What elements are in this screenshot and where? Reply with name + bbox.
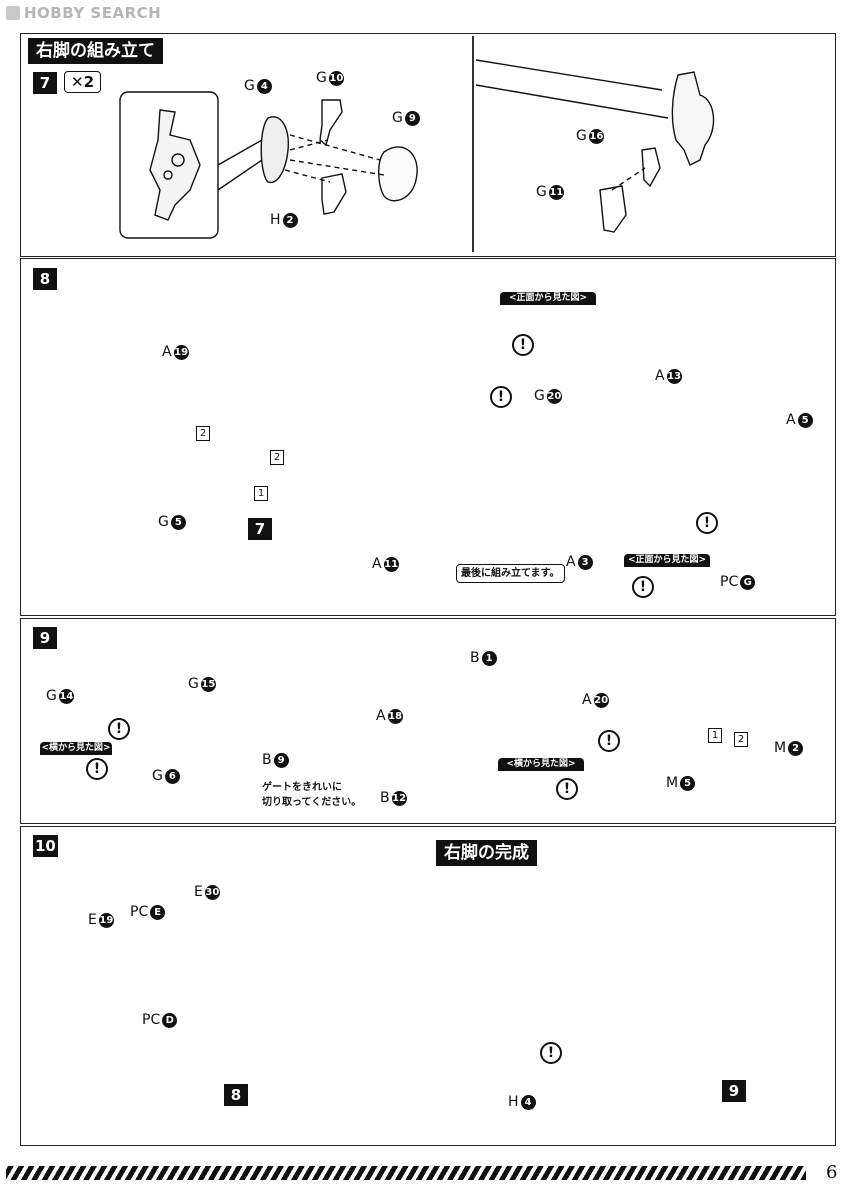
step9-caution-4: ! xyxy=(556,778,578,800)
step8-number: 8 xyxy=(33,268,57,290)
footer-stripe-bar xyxy=(6,1166,806,1180)
caution-icon: ! xyxy=(598,730,620,752)
step9-reference: 9 xyxy=(722,1080,746,1102)
section-title: 右脚の組み立て xyxy=(28,38,163,64)
step8-panel xyxy=(20,258,836,616)
gate-note-line2: 切り取ってください。 xyxy=(262,797,362,808)
step8-reference: 8 xyxy=(224,1084,248,1106)
part-g9 xyxy=(378,146,418,202)
step7-times-badge: ✕2 xyxy=(64,71,102,93)
step7-assembled-part xyxy=(671,71,715,166)
step8-caution-3: ! xyxy=(696,512,718,534)
caution-icon: ! xyxy=(632,576,654,598)
watermark-text: HOBBY SEARCH xyxy=(24,4,162,22)
part-h2 xyxy=(321,173,347,215)
step8-front-view-label-2: <正面から見た図> xyxy=(624,554,710,568)
step9-side-view-label: <横から見た図> xyxy=(40,742,112,756)
gate-note-line1: ゲートをきれいに xyxy=(262,782,342,793)
step8-caution-4: ! xyxy=(632,576,654,598)
seq-1: 1 xyxy=(254,486,268,501)
step8-caution-1: ! xyxy=(512,334,534,356)
page-number: 6 xyxy=(826,1162,838,1183)
caution-icon: ! xyxy=(490,386,512,408)
seq-9-2: 2 xyxy=(734,732,748,747)
step9-caution-3: ! xyxy=(598,730,620,752)
caution-icon: ! xyxy=(86,758,108,780)
part-g10 xyxy=(319,99,343,147)
step9-panel xyxy=(20,618,836,824)
part-g4 xyxy=(260,116,289,184)
caution-icon: ! xyxy=(696,512,718,534)
step9-gate-note: ゲートをきれいに 切り取ってください。 xyxy=(262,780,361,810)
step8-front-view-label: <正面から見た図> xyxy=(500,292,596,306)
step9-number: 9 xyxy=(33,627,57,649)
step7-reference: 7 xyxy=(248,518,272,540)
seq-9-1: 1 xyxy=(708,728,722,743)
seq-2b: 2 xyxy=(270,450,284,465)
step7-number: 7 xyxy=(33,72,57,94)
step10-panel xyxy=(20,826,836,1146)
step10-caution: ! xyxy=(540,1042,562,1064)
step8-caution-2: ! xyxy=(490,386,512,408)
watermark: HOBBY SEARCH xyxy=(6,4,161,22)
caution-icon: ! xyxy=(556,778,578,800)
hobby-search-logo-icon xyxy=(6,6,20,20)
caution-icon: ! xyxy=(108,718,130,740)
complete-title: 右脚の完成 xyxy=(436,840,537,866)
step8-last-note: 最後に組み立てます。 xyxy=(456,564,565,583)
step7-divider xyxy=(472,36,474,252)
step9-caution-1: ! xyxy=(108,718,130,740)
part-g11 xyxy=(599,185,627,233)
step9-caution-2: ! xyxy=(86,758,108,780)
caution-icon: ! xyxy=(512,334,534,356)
seq-2a: 2 xyxy=(196,426,210,441)
step10-number: 10 xyxy=(33,835,58,857)
part-g16 xyxy=(641,147,661,188)
caution-icon: ! xyxy=(540,1042,562,1064)
step9-side-view-label-2: <横から見た図> xyxy=(498,758,584,772)
